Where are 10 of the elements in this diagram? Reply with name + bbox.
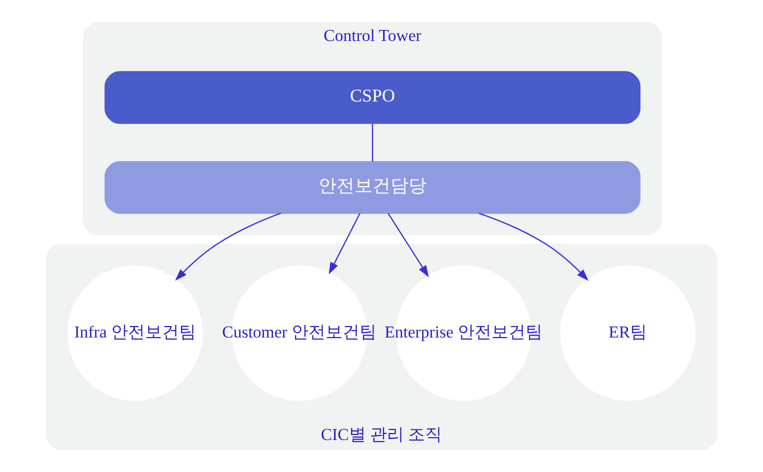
- arrow: [175, 212, 282, 281]
- node-label: Enterprise 안전보건팀: [384, 322, 543, 342]
- node-box: CSPO: [104, 71, 640, 124]
- arrow: [388, 212, 429, 278]
- arrow: [328, 213, 360, 274]
- node-circle: ER팀: [560, 265, 696, 401]
- node-circle: Infra 안전보건팀: [67, 265, 203, 401]
- connector: [372, 124, 374, 162]
- node-box: 안전보건담당: [104, 161, 640, 214]
- arrow: [478, 212, 589, 281]
